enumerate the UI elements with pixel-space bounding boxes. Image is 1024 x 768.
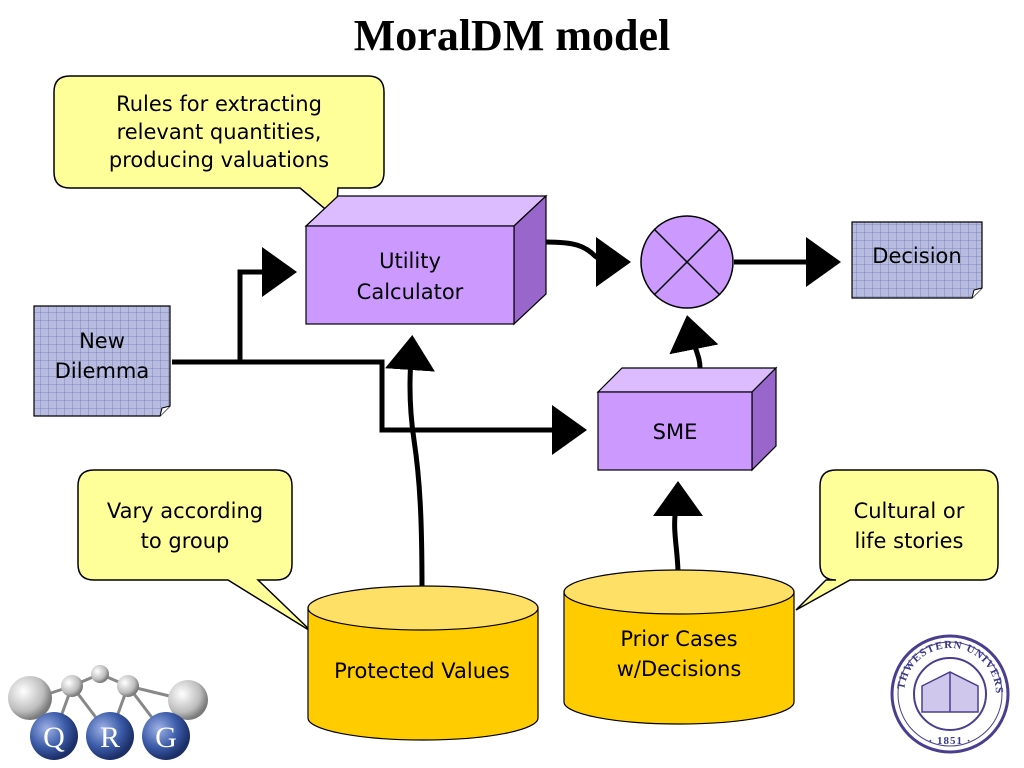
seal-year: · 1851 · bbox=[929, 735, 972, 747]
decision-label: Decision bbox=[872, 244, 961, 268]
arrow-protected-to-utility bbox=[385, 335, 435, 591]
arrow-dilemma-to-sme bbox=[240, 359, 587, 455]
connectors bbox=[172, 236, 841, 591]
logo-ball-r bbox=[86, 712, 134, 760]
utility-label-line-1: Utility bbox=[379, 249, 441, 273]
logo-grey-ball-small-1 bbox=[61, 675, 83, 697]
new-dilemma-line-2: Dilemma bbox=[55, 359, 150, 383]
callout-cultural-line-1: Cultural or bbox=[854, 499, 965, 523]
new-dilemma-document: New Dilemma bbox=[33, 305, 171, 417]
logo-grey-ball-small-2 bbox=[91, 665, 109, 683]
logo-grey-ball-right bbox=[168, 680, 208, 720]
slide-title: MoralDM model bbox=[353, 11, 671, 60]
logo-letter-g: G bbox=[155, 721, 177, 754]
logo-grey-ball-left bbox=[8, 676, 52, 720]
callout-rules-line-2: relevant quantities, bbox=[117, 120, 322, 144]
utility-calculator-box: Utility Calculator bbox=[304, 194, 548, 326]
protected-values-cylinder: Protected Values bbox=[307, 585, 539, 741]
arrow-sme-to-combiner bbox=[669, 315, 719, 369]
callout-vary-line-2: to group bbox=[141, 529, 230, 553]
sme-box: SME bbox=[596, 366, 778, 472]
callout-rules-line-1: Rules for extracting bbox=[116, 92, 322, 116]
utility-label-line-2: Calculator bbox=[357, 280, 464, 304]
arrow-utility-to-combiner bbox=[545, 236, 631, 287]
combiner-node bbox=[640, 215, 734, 309]
logo-letter-q: Q bbox=[43, 721, 65, 754]
arrow-prior-to-sme bbox=[652, 481, 703, 575]
prior-cases-line-2: w/Decisions bbox=[617, 657, 742, 681]
logo-letter-r: R bbox=[100, 721, 120, 754]
callout-vary: Vary according to group bbox=[77, 469, 313, 633]
decision-document: Decision bbox=[851, 221, 983, 299]
logo-ball-q bbox=[30, 712, 78, 760]
sme-label: SME bbox=[653, 420, 698, 444]
qrg-logo: Q R G bbox=[8, 665, 208, 760]
logo-grey-ball-small-3 bbox=[117, 675, 139, 697]
new-dilemma-line-1: New bbox=[79, 329, 125, 353]
callout-rules: Rules for extracting relevant quantities… bbox=[53, 75, 385, 220]
callout-rules-line-3: producing valuations bbox=[109, 148, 329, 172]
prior-cases-cylinder: Prior Cases w/Decisions bbox=[563, 569, 795, 725]
prior-cases-line-1: Prior Cases bbox=[620, 627, 737, 651]
callout-cultural: Cultural or life stories bbox=[795, 469, 999, 611]
protected-values-label: Protected Values bbox=[334, 659, 510, 683]
logo-ball-g bbox=[142, 712, 190, 760]
arrow-dilemma-to-utility bbox=[172, 247, 297, 365]
callout-vary-line-1: Vary according bbox=[107, 499, 263, 523]
callout-cultural-line-2: life stories bbox=[854, 529, 963, 553]
